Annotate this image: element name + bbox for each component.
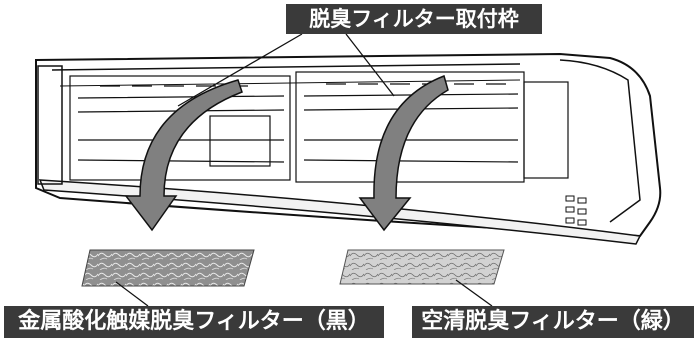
frame-leader-lines [177,33,395,107]
green-filter-label: 空清脱臭フィルター（緑） [412,306,694,338]
filter-frame-left [69,75,291,181]
left-end-cap [37,65,63,185]
front-panel [38,179,642,245]
curved-arrow-left [124,79,243,232]
black-filter-label: 金属酸化触媒脱臭フィルター（黒） [4,306,384,338]
green-deodorizing-filter [339,249,505,285]
right-end-cap [559,59,641,223]
frame-label: 脱臭フィルター取付枠 [286,4,542,34]
control-panel [565,195,587,226]
filter-leader-lines [115,279,493,307]
curved-arrow-right [358,75,449,232]
top-rail [51,63,521,71]
black-deodorizing-filter [81,249,255,287]
